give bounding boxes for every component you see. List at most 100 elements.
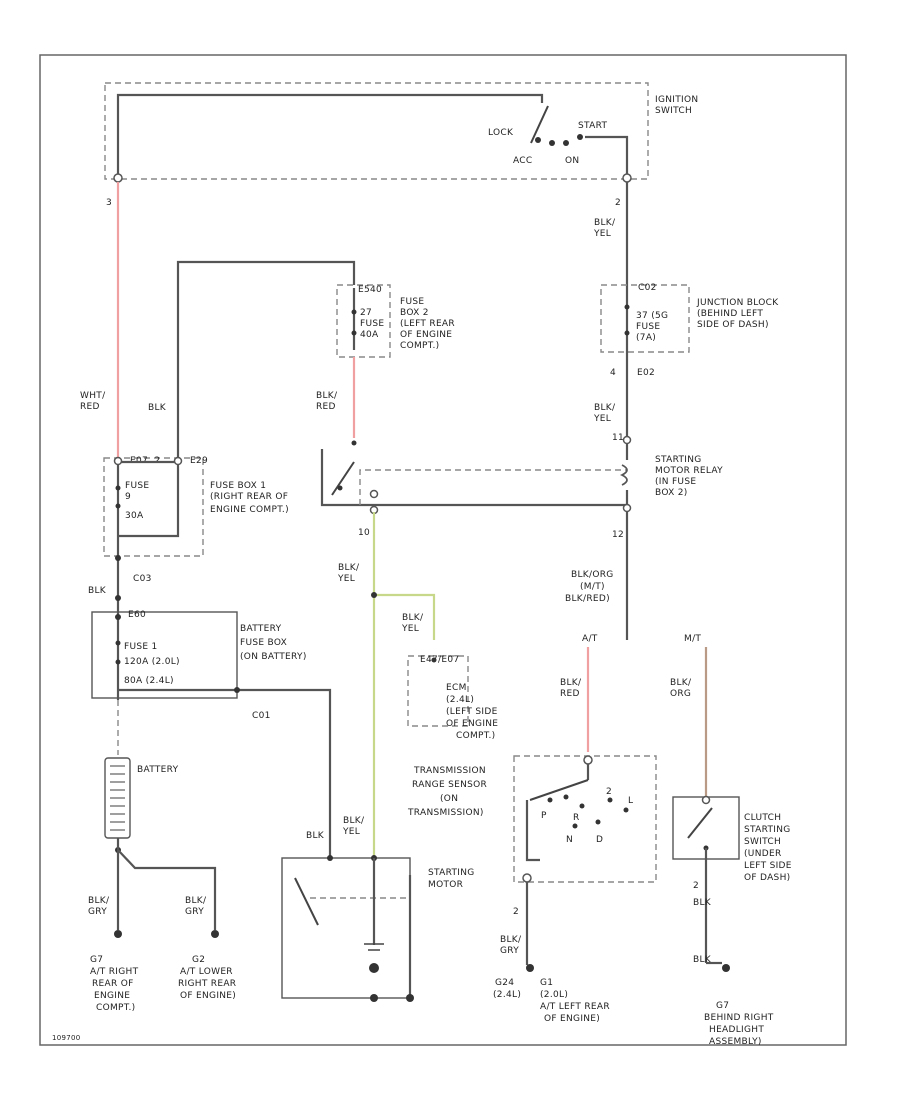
ground-g1-line3: REAR OF: [92, 979, 134, 989]
fuse-box-2-label-1: FUSE: [400, 297, 424, 307]
tr-gear-p: P: [541, 811, 547, 821]
fuse-box-2-fuse-2: FUSE: [360, 319, 384, 329]
diagram-frame: [39, 54, 847, 1046]
tr-sensor-label-1: TRANSMISSION: [413, 766, 486, 776]
wire-blk-yel-starter-2: YEL: [342, 827, 360, 837]
fuse-box-2-fuse-3: 40A: [360, 330, 379, 340]
ground-g4-line4: ASSEMBLY): [709, 1037, 762, 1047]
wire-blk-tr-2: GRY: [500, 946, 519, 956]
ground-g2-line4: OF ENGINE): [180, 991, 236, 1001]
ignition-pin-right: 2: [615, 198, 621, 208]
ground-g7-behind-headlight: [722, 964, 730, 972]
junction-block-fuse-1: 37 (5G: [636, 311, 668, 321]
ground-g4-line1: G7: [716, 1001, 729, 1011]
ground-g1-at-left-rear: [526, 964, 534, 972]
starting-motor-label-2: MOTOR: [428, 880, 463, 890]
ground-g3-left-1: G24: [495, 978, 514, 988]
at-label: A/T: [582, 634, 598, 644]
ecm-label-4: OF ENGINE: [446, 719, 498, 729]
junction-block-label-1: JUNCTION BLOCK: [696, 298, 779, 308]
fuse-box-1-label-1: FUSE BOX 1: [210, 481, 266, 491]
starting-motor-relay: STARTING MOTOR RELAY (IN FUSE BOX 2) 11 …: [320, 433, 723, 640]
fuse-box-1-fuse-3: 30A: [125, 511, 144, 521]
wire-wht-red-label-1: WHT/: [80, 391, 106, 401]
wire-blk-red-at-1: BLK/: [560, 678, 582, 688]
wire-blk-gry-2-a: BLK/: [185, 896, 207, 906]
ecm-label-3: (LEFT SIDE: [446, 707, 498, 717]
diagram-footer-code: 109700: [52, 1034, 81, 1042]
wire-blk-org-mt-1: BLK/: [670, 678, 692, 688]
relay-pin-left: 10: [358, 528, 370, 538]
wire-blk-org-3: BLK/RED): [565, 594, 610, 604]
wire-wht-red-label-2: RED: [80, 402, 100, 412]
ignition-title-1: IGNITION: [655, 95, 698, 105]
tr-sensor-label-4: TRANSMISSION): [407, 808, 484, 818]
ignition-lock-label: LOCK: [488, 128, 514, 138]
ground-g3-line3: A/T LEFT REAR: [540, 1002, 610, 1012]
clutch-label-3: SWITCH: [744, 837, 781, 847]
relay-label-4: BOX 2): [655, 488, 688, 498]
ground-g2-line3: RIGHT REAR: [178, 979, 236, 989]
wire-blk-yel-top-2: YEL: [593, 229, 611, 239]
ground-g3-line1: G1: [540, 978, 553, 988]
ignition-acc-label: ACC: [513, 156, 532, 166]
fuse-box-2-label-3: (LEFT REAR: [400, 319, 455, 329]
relay-label-3: (IN FUSE: [655, 477, 696, 487]
tr-gear-l: L: [628, 796, 633, 806]
battery-fuse-box-fuse-1: FUSE 1: [124, 642, 158, 652]
wire-blk-red-at-2: RED: [560, 689, 580, 699]
transmission-range-sensor: TRANSMISSION RANGE SENSOR (ON TRANSMISSI…: [407, 755, 657, 965]
relay-label-1: STARTING: [655, 455, 702, 465]
fuse-box-1-fuse-2: 9: [125, 492, 131, 502]
ground-g1-line1: G7: [90, 955, 103, 965]
junction-block: C02 37 (5G FUSE (7A) JUNCTION BLOCK (BEH…: [600, 283, 779, 440]
battery-fuse-box-c01: C01: [252, 711, 271, 721]
starting-motor: BLK BLK/ YEL STARTING MOTOR: [281, 816, 474, 1002]
ground-g4-line3: HEADLIGHT: [709, 1025, 764, 1035]
ground-g3-line2: (2.0L): [540, 990, 568, 1000]
battery: BATTERY: [104, 757, 217, 930]
wire-blk-red-fuse2-2: RED: [316, 402, 336, 412]
wire-blk-yel-mid-2: YEL: [593, 414, 611, 424]
ignition-switch-box: [104, 82, 649, 180]
wire-blk-clutch-1: BLK: [693, 898, 712, 908]
ecm-connector: E47/E07: [420, 655, 459, 665]
junction-block-fuse-3: (7A): [636, 333, 656, 343]
fuse-box-2-connector: E540: [358, 285, 382, 295]
tr-gear-n: N: [566, 835, 573, 845]
battery-fuse-box-e60: E60: [128, 610, 146, 620]
battery-fuse-box-label-2: FUSE BOX: [240, 638, 287, 648]
battery-fuse-box-label-1: BATTERY: [240, 624, 282, 634]
clutch-label-1: CLUTCH: [744, 813, 781, 823]
battery-fuse-box-fuse-2: 120A (2.0L): [124, 657, 180, 667]
mt-label: M/T: [684, 634, 701, 644]
tr-gear-d: D: [596, 835, 603, 845]
junction-block-label-2: (BEHIND LEFT: [697, 309, 763, 319]
wire-blk-gry-2-b: GRY: [185, 907, 204, 917]
fuse-box-1-connector-b: E29: [190, 456, 208, 466]
ground-g7-right-rear: [114, 930, 122, 938]
battery-label: BATTERY: [137, 765, 179, 775]
wire-blk-tr-1: BLK/: [500, 935, 522, 945]
ground-g1-line2: A/T RIGHT: [90, 967, 139, 977]
fuse-box-1-label-2: (RIGHT REAR OF: [210, 492, 288, 502]
junction-block-connector: C02: [638, 283, 657, 293]
tr-gear-r: R: [573, 813, 580, 823]
fuse-box-1-label-3: ENGINE COMPT.): [210, 505, 289, 515]
clutch-label-6: OF DASH): [744, 873, 790, 883]
wire-blk-fusebox: [176, 260, 356, 458]
wire-blk-yel-branch-1: BLK/: [402, 613, 424, 623]
fuse-box-2: E540 27 FUSE 40A FUSE BOX 2 (LEFT REAR O…: [336, 284, 455, 358]
ecm-label-1: ECM: [446, 683, 467, 693]
battery-fuse-box: E60 FUSE 1 120A (2.0L) 80A (2.4L) BATTER…: [91, 610, 332, 860]
ecm-label-5: COMPT.): [456, 731, 495, 741]
wire-blk-gry-1-b: GRY: [88, 907, 107, 917]
wire-blk-red-fuse2-1: BLK/: [316, 391, 338, 401]
clutch-pin: 2: [693, 881, 699, 891]
tr-sensor-pin: 2: [513, 907, 519, 917]
wire-blk-clutch-2: BLK: [693, 955, 712, 965]
wire-blk-c03: BLK: [88, 586, 107, 596]
tr-sensor-label-3: (ON: [440, 794, 458, 804]
wire-blk-yel-branch: [374, 593, 436, 640]
